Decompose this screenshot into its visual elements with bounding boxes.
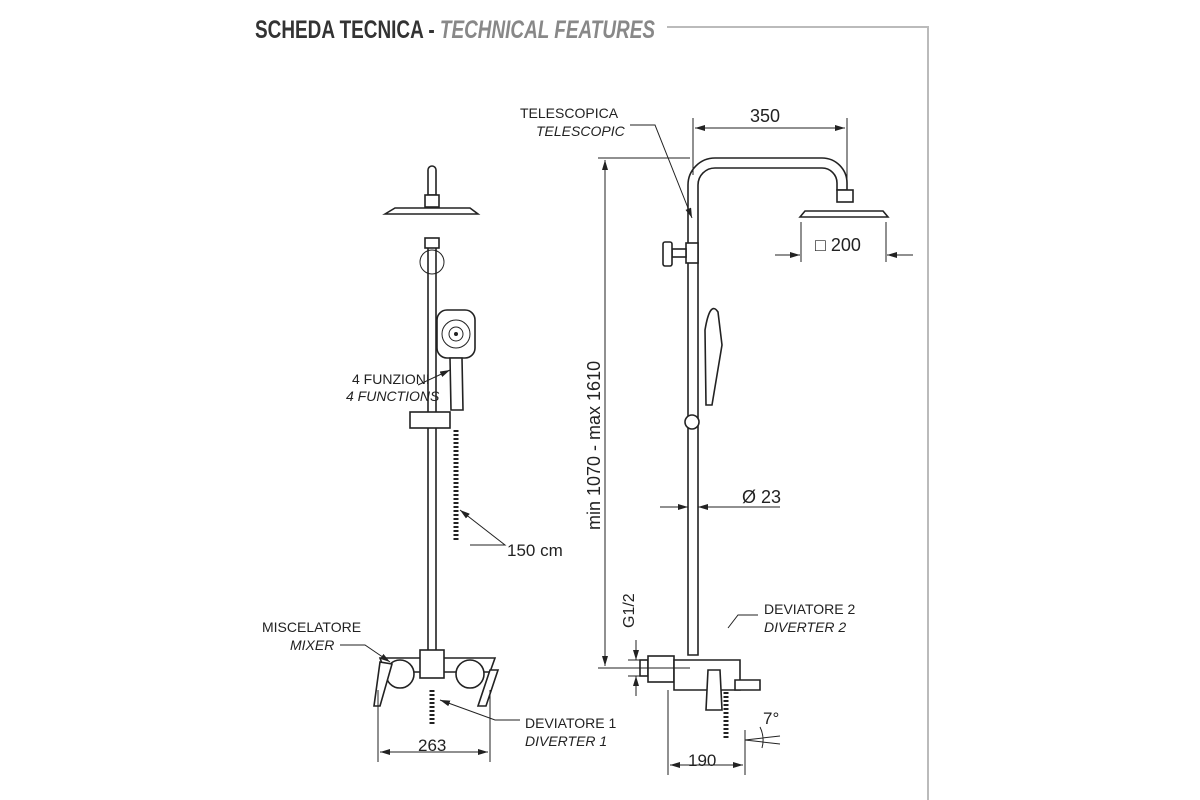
angle-dimension: 7° <box>763 709 779 728</box>
side-view-drawing <box>598 118 913 775</box>
diverter2-label-en: DIVERTER 2 <box>764 619 846 635</box>
front-view-drawing <box>340 165 520 762</box>
hose-length-label: 150 cm <box>507 541 563 560</box>
head-size-dimension: □ 200 <box>815 235 861 255</box>
thread-dimension: G1/2 <box>621 593 638 628</box>
arm-length-dimension: 350 <box>750 106 780 126</box>
telescopic-label-en: TELESCOPIC <box>536 123 626 139</box>
frame-line <box>667 26 929 800</box>
diverter1-label-en: DIVERTER 1 <box>525 733 607 749</box>
functions-label-en: 4 FUNCTIONS <box>346 388 440 404</box>
mixer-label-en: MIXER <box>290 637 334 653</box>
width-dimension: 263 <box>418 736 446 755</box>
diverter1-label-it: DEVIATORE 1 <box>525 715 617 731</box>
page-title: SCHEDA TECNICA - TECHNICAL FEATURES <box>255 16 655 44</box>
telescopic-label-it: TELESCOPICA <box>520 105 619 121</box>
height-dimension: min 1070 - max 1610 <box>584 361 604 530</box>
mixer-label-it: MISCELATORE <box>262 619 361 635</box>
diverter2-label-it: DEVIATORE 2 <box>764 601 856 617</box>
depth-dimension: 190 <box>688 751 716 770</box>
functions-label-it: 4 FUNZIONI <box>352 371 430 387</box>
pipe-diameter-dimension: Ø 23 <box>742 487 781 507</box>
